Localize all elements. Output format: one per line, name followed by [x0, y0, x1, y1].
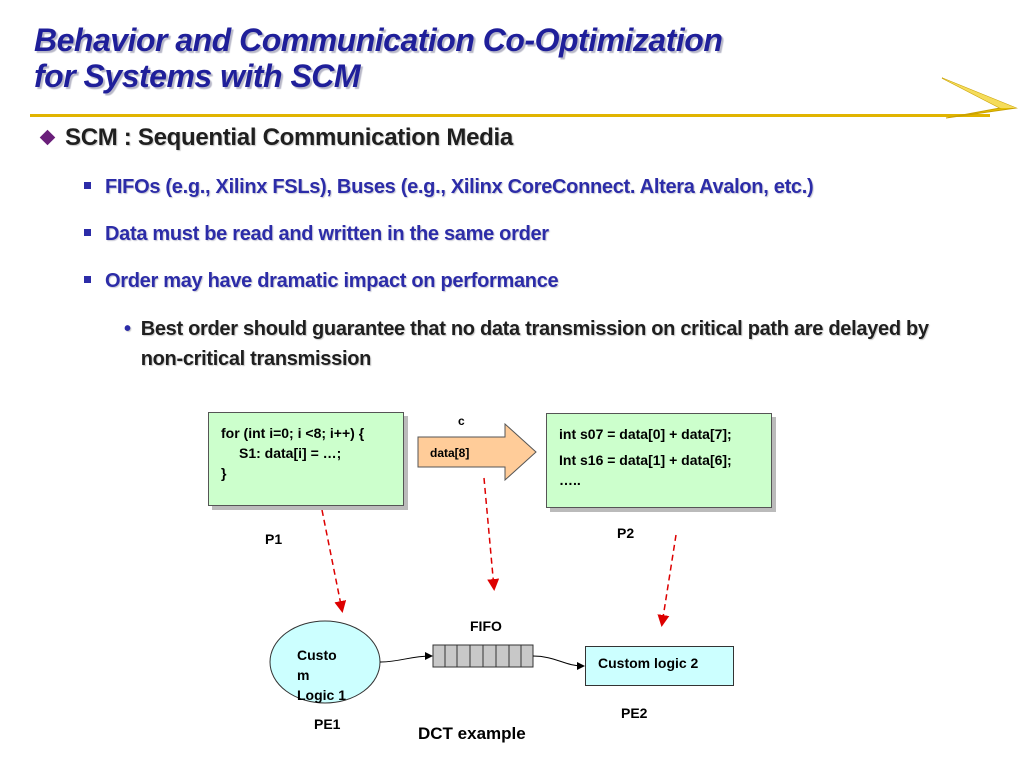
pe1-text-line: Logic 1 — [297, 687, 347, 703]
main-bullet-text: SCM : Sequential Communication Media — [65, 124, 513, 151]
title-line-2: for Systems with SCM — [34, 58, 361, 94]
sub-bullet-3: Order may have dramatic impact on perfor… — [84, 270, 559, 293]
p1-label: P1 — [265, 531, 283, 547]
sub-sub-bullet: • Best order should guarantee that no dat… — [124, 314, 984, 374]
sub-sub-bullet-text: Best order should guarantee that no data… — [140, 318, 929, 370]
title-underline — [30, 114, 990, 117]
sub-bullet-1: FIFOs (e.g., Xilinx FSLs), Buses (e.g., … — [84, 176, 814, 199]
pe2-box: Custom logic 2 — [585, 646, 734, 686]
dot-bullet-icon: • — [124, 318, 131, 340]
p2-code-note: int s07 = data[0] + data[7]; Int s16 = d… — [546, 413, 772, 508]
fifo-label: FIFO — [470, 618, 502, 634]
corner-swoosh-icon — [941, 77, 1018, 119]
p1-code-note: for (int i=0; i <8; i++) { S1: data[i] =… — [208, 412, 404, 506]
pe1-to-fifo-arrow — [379, 652, 433, 663]
fifo-to-pe2-arrow — [532, 655, 585, 670]
p1-code-line: for (int i=0; i <8; i++) { — [221, 425, 365, 441]
sub-bullet-text: Data must be read and written in the sam… — [105, 223, 549, 245]
pe1-text: Custo m Logic 1 — [297, 645, 346, 705]
square-bullet-icon — [84, 229, 91, 236]
p1-code-line: S1: data[i] = …; — [239, 445, 342, 461]
p1-code-line: } — [221, 465, 227, 481]
main-bullet: SCM : Sequential Communication Media — [39, 124, 513, 152]
diagram-caption: DCT example — [418, 724, 526, 743]
mapping-arrow-p1 — [321, 509, 347, 613]
channel-arrow-icon — [417, 422, 537, 482]
mapping-arrow-channel — [483, 477, 500, 591]
pe1-text-line: Custo — [297, 647, 337, 663]
mapping-arrow-p2 — [657, 534, 677, 627]
sub-bullet-text: Order may have dramatic impact on perfor… — [105, 270, 559, 292]
p2-label: P2 — [617, 525, 635, 541]
channel-data-label: data[8] — [430, 446, 470, 460]
square-bullet-icon — [84, 182, 91, 189]
channel-label: c — [458, 414, 465, 428]
p2-code-line: int s07 = data[0] + data[7]; — [559, 426, 732, 442]
title-line-1: Behavior and Communication Co-Optimizati… — [34, 22, 723, 58]
slide-title: Behavior and Communication Co-Optimizati… — [34, 22, 794, 94]
square-bullet-icon — [84, 276, 91, 283]
sub-bullet-2: Data must be read and written in the sam… — [84, 223, 549, 246]
sub-bullet-text: FIFOs (e.g., Xilinx FSLs), Buses (e.g., … — [105, 176, 814, 198]
pe1-label: PE1 — [314, 716, 341, 732]
pe1-text-line: m — [297, 667, 310, 683]
p2-code-line: ….. — [559, 472, 581, 488]
pe2-label: PE2 — [621, 705, 648, 721]
p2-code-line: Int s16 = data[1] + data[6]; — [559, 452, 732, 468]
